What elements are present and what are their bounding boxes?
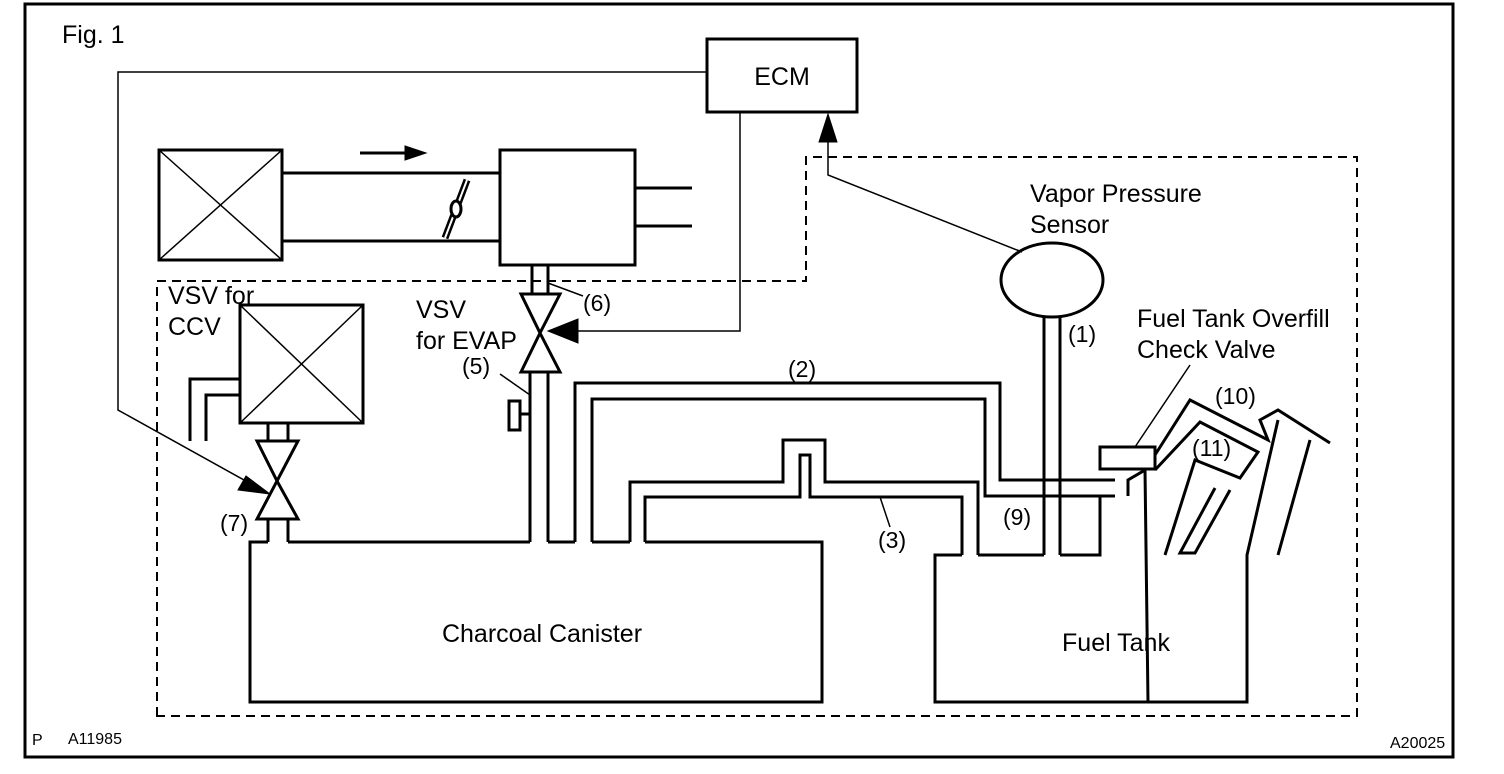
filler-neck-outer [1153,398,1331,456]
vsv-ccv-box [238,303,365,425]
overfill-label-line2: Check Valve [1137,336,1276,364]
air-cleaner-cross-b [158,149,283,261]
charcoal-canister-label: Charcoal Canister [442,620,642,648]
fuel-tank-outline [933,419,1280,704]
overfill-leader [1134,364,1191,448]
vsv-ccv-valve [254,439,301,521]
vapor-hose-2-inner [590,397,1115,542]
vapor-hose-3-inner [643,453,964,555]
figure-frame [23,2,1455,759]
callout-5: (5) [462,353,490,379]
callout-2: (2) [788,356,816,382]
vsv-ccv-cross-b [239,304,364,424]
fuel-tank-label: Fuel Tank [1062,629,1170,657]
callout-11: (11) [1192,435,1231,461]
vsv-evap-valve [518,292,563,374]
charcoal-canister-outline [248,540,824,704]
vapor-pressure-sensor [999,241,1105,319]
ecm-label: ECM [754,63,810,91]
vsv-ccv-label-line2: CCV [168,313,221,341]
callout-1: (1) [1068,321,1096,347]
ccv-air-inlet-outer [188,377,240,441]
throttle-shaft [449,199,463,219]
filler-neck-side [1276,439,1312,556]
callout-6: (6) [583,290,611,316]
dashed-boundary [156,156,1358,717]
sensor-label-line1: Vapor Pressure [1030,180,1202,208]
callout-3-leader [879,496,891,528]
callout-3: (3) [878,527,906,553]
ccv-air-inlet-inner [204,393,240,441]
figure-code-right: A20025 [1390,735,1445,752]
evap-control-line [560,112,741,332]
vsv-evap-label-line2: for EVAP [416,327,517,355]
ecm-box [705,37,859,114]
callout-9: (9) [1003,504,1031,530]
vsv-evap-label-line1: VSV [416,296,466,324]
evap-arrowhead [546,318,579,344]
vapor-hose-2-outer [573,381,1115,542]
overfill-check-valve [1098,445,1157,471]
ccv-arrowhead [237,475,272,495]
sensor-arrowhead [818,112,838,143]
corner-letter: P [32,732,43,749]
vapor-hose-3-outer [628,438,980,555]
callout-5-leader [499,373,531,396]
sensor-label-line2: Sensor [1030,211,1109,239]
figure-code-left: A11985 [68,731,122,748]
figure-title: Fig. 1 [62,21,125,49]
callout-7: (7) [220,510,248,536]
ccv-control-line [117,71,707,491]
vsv-ccv-label-line1: VSV for [168,282,254,310]
test-port-cap [507,399,522,432]
breather-tube [1177,487,1232,555]
filler-neck-inner [1153,420,1261,556]
callout-10: (10) [1215,383,1256,409]
sensor-signal-line [827,140,1023,253]
intake-manifold-box [498,148,637,267]
air-cleaner-box [157,148,284,262]
callout-6-leader [547,282,584,297]
airflow-arrowhead [404,145,428,161]
overfill-label-line1: Fuel Tank Overfill [1137,305,1330,333]
